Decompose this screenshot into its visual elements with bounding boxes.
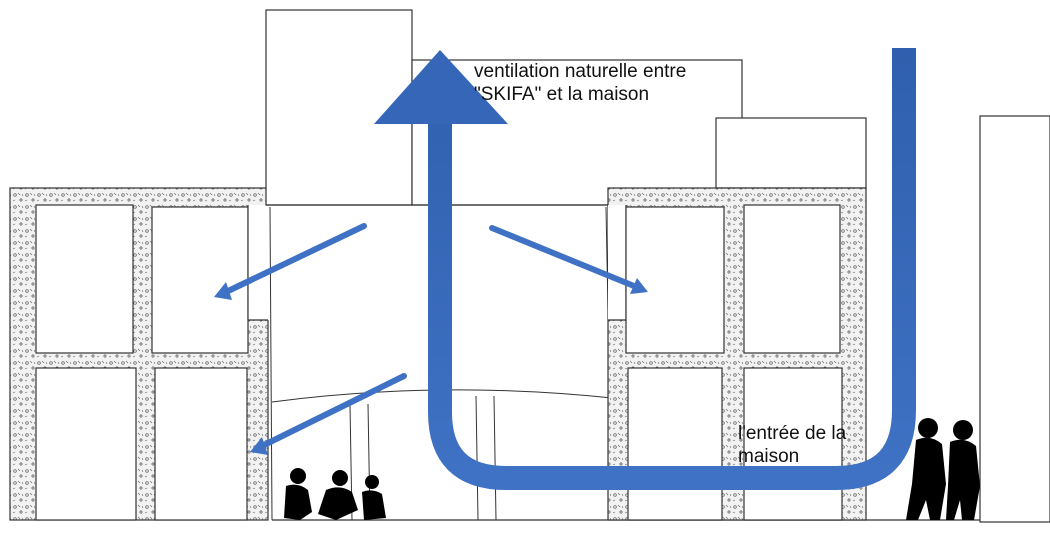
ventilation-label-line-2: "SKIFA" et la maison xyxy=(474,84,650,105)
small-arrows xyxy=(214,223,648,455)
ventilation-label: ventilation naturelle entre "SKIFA" et l… xyxy=(474,60,686,106)
right-top-block xyxy=(715,117,867,189)
left-window-bottom-2 xyxy=(154,367,248,521)
arrow-left-down-icon xyxy=(214,282,232,300)
airflow-arrow xyxy=(374,48,916,490)
arrow-right-down-icon xyxy=(630,278,648,294)
right-window-bottom-1 xyxy=(627,367,723,521)
left-window-bottom-1 xyxy=(35,367,137,521)
left-building xyxy=(9,187,270,521)
standing-people-icon xyxy=(906,418,980,520)
left-window-top-1 xyxy=(35,204,134,354)
left-window-top-2 xyxy=(151,206,249,354)
left-wall-gap xyxy=(248,205,270,320)
arrow-left-down-icon xyxy=(250,437,268,455)
airflow-u-path xyxy=(428,48,916,490)
right-window-bottom-2 xyxy=(743,367,843,521)
entry-label-line-2: maison xyxy=(738,446,800,467)
right-window-top-1 xyxy=(625,206,725,354)
entry-label-line-1: l'entrée de la xyxy=(738,423,847,444)
ventilation-label-line-1: ventilation naturelle entre xyxy=(474,61,687,82)
right-window-top-2 xyxy=(743,204,841,354)
central-tower xyxy=(265,9,413,206)
far-right-building xyxy=(979,115,1050,523)
up-arrow-icon xyxy=(374,50,508,124)
entry-label: l'entrée de la maison xyxy=(738,422,846,468)
right-building xyxy=(607,115,1050,523)
sitting-people-icon xyxy=(284,468,386,520)
